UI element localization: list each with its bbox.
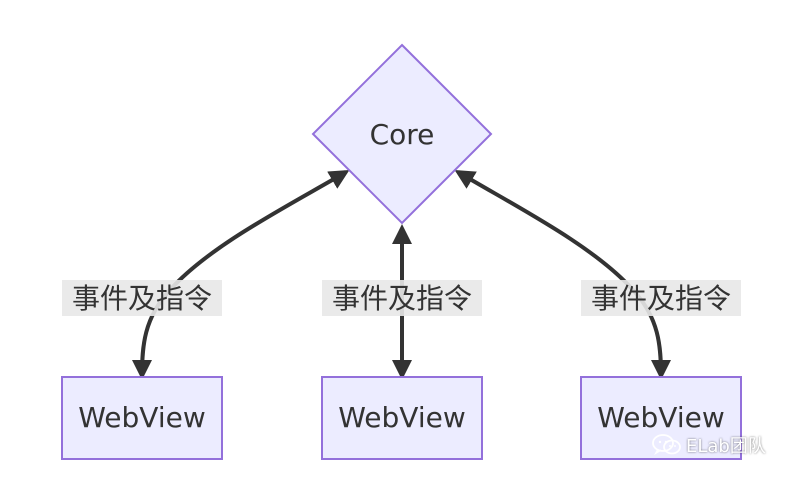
webview-box-3	[580, 376, 742, 460]
webview-node-2: WebView	[321, 376, 483, 460]
wechat-icon	[652, 434, 682, 456]
edge-label-2: 事件及指令	[322, 280, 482, 316]
edge-label-1-text: 事件及指令	[72, 282, 212, 315]
core-node: Core	[311, 43, 493, 225]
webview-box-1	[61, 376, 223, 460]
webview-label-1: WebView	[78, 401, 206, 434]
edge-webview-1-core	[132, 169, 350, 380]
webview-label-3: WebView	[597, 401, 725, 434]
webview-label-2: WebView	[338, 401, 466, 434]
watermark: ELab团队	[652, 432, 766, 458]
edge-label-3-text: 事件及指令	[591, 282, 731, 315]
core-label: Core	[370, 118, 435, 151]
core-diamond	[311, 43, 493, 225]
edge-label-2-text: 事件及指令	[332, 282, 472, 315]
watermark-text: ELab团队	[686, 436, 766, 457]
edge-label-3: 事件及指令	[581, 280, 741, 316]
webview-node-3: WebView	[580, 376, 742, 460]
webview-box-2	[321, 376, 483, 460]
edge-webview-3-core	[454, 169, 671, 380]
webview-node-1: WebView	[61, 376, 223, 460]
edge-label-1: 事件及指令	[62, 280, 222, 316]
